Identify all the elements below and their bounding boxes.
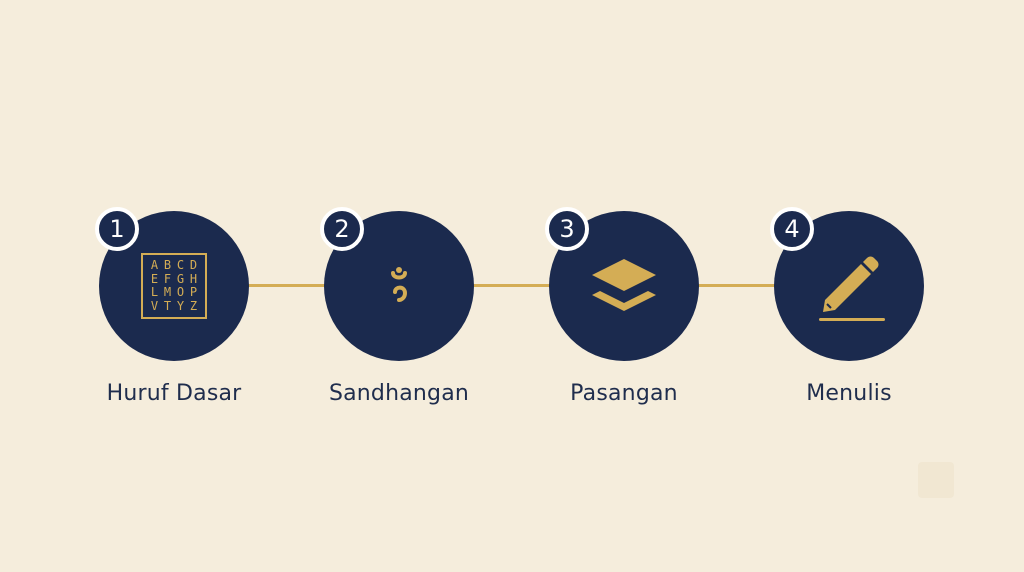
step-label-menulis: Menulis [806, 381, 892, 406]
step-label-huruf-dasar: Huruf Dasar [106, 381, 242, 406]
step-2: 2 [320, 207, 474, 361]
alphabet-letter: L [150, 285, 159, 299]
connector-line-2-3 [473, 284, 551, 287]
step-3: 3 [545, 207, 699, 361]
alphabet-letter: V [150, 298, 159, 313]
alphabet-letter: P [189, 285, 198, 299]
connector-line-3-4 [698, 284, 776, 287]
step-label-pasangan: Pasangan [570, 381, 678, 406]
alphabet-letter: B [163, 258, 172, 272]
layers-icon [588, 253, 660, 319]
alphabet-letter: C [176, 258, 185, 272]
alphabet-letter: A [150, 258, 159, 272]
alphabet-letter: H [189, 271, 198, 286]
alphabet-letter: G [176, 271, 185, 286]
alphabet-letter: M [163, 285, 172, 299]
alphabet-letter: Z [189, 298, 198, 313]
alphabet-letter: Y [176, 298, 185, 313]
alphabet-letter: F [163, 271, 172, 286]
step-4: 4 [770, 207, 924, 361]
alphabet-letter: E [150, 271, 159, 286]
alphabet-letter: O [176, 285, 185, 299]
pencil-icon [811, 248, 887, 324]
alphabet-letter: D [189, 258, 198, 272]
diacritic-mark-icon [384, 266, 414, 306]
step-number-badge: 1 [95, 207, 139, 251]
background-mark [918, 462, 954, 498]
step-number-badge: 4 [770, 207, 814, 251]
step-label-sandhangan: Sandhangan [328, 381, 470, 406]
alphabet-letter: T [163, 298, 172, 313]
step-number-badge: 2 [320, 207, 364, 251]
step-number-badge: 3 [545, 207, 589, 251]
connector-line-1-2 [248, 284, 326, 287]
